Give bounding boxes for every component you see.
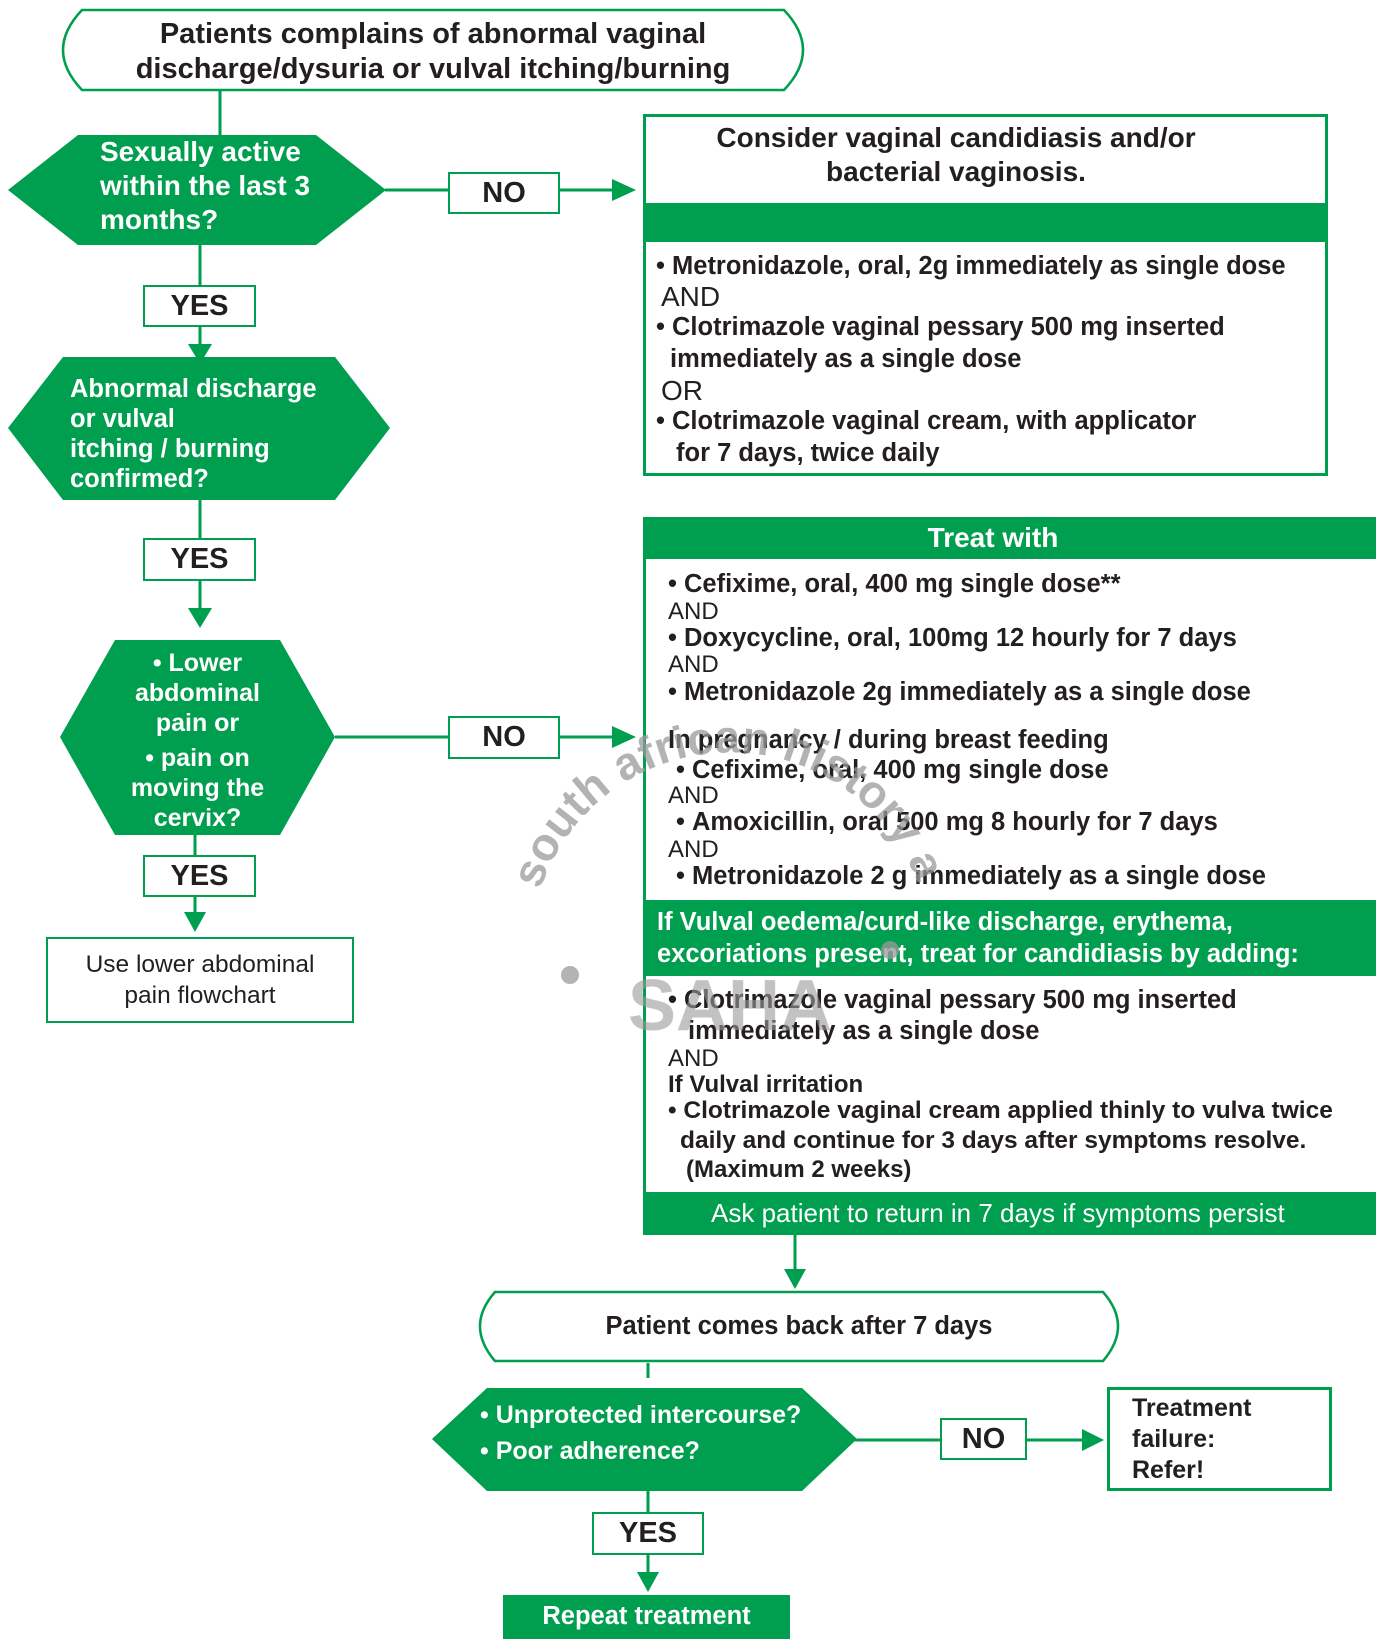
yes-label-4: YES <box>592 1512 704 1555</box>
decision-sexually-active-text: Sexually active within the last 3 months… <box>100 136 311 235</box>
treat-line2-5: Clotrimazole vaginal cream applied thinl… <box>668 1097 1332 1125</box>
failure-box: Treatment failure: Refer! <box>1107 1387 1332 1491</box>
decision-abdominal-item-2: pain on moving the cervix? <box>60 743 335 833</box>
treat-title-band: Treat with <box>643 517 1376 559</box>
failure-text: Treatment failure: Refer! <box>1132 1394 1252 1484</box>
yes-label-3: YES <box>143 855 256 897</box>
treat-line-6: In pregnancy / during breast feeding <box>668 726 1109 754</box>
candidiasis-item-2: Clotrimazole vaginal pessary 500 mg inse… <box>656 313 1225 342</box>
candidiasis-item-2-cont: immediately as a single dose <box>670 345 1022 373</box>
watermark-dot-right <box>881 941 899 959</box>
candidiasis-item-1: Metronidazole, oral, 2g immediately as s… <box>656 252 1286 281</box>
treat-line-11: Metronidazole 2 g immediately as a singl… <box>676 862 1266 891</box>
no-label-2: NO <box>448 716 560 759</box>
candidiasis-addition-text: If Vulval oedema/curd-like discharge, er… <box>657 908 1299 968</box>
treat-line-5: Metronidazole 2g immediately as a single… <box>668 678 1251 707</box>
yes-label-1: YES <box>143 285 256 327</box>
candidiasis-connector-or: OR <box>661 375 703 406</box>
candidiasis-addition-band: If Vulval oedema/curd-like discharge, er… <box>643 900 1376 976</box>
repeat-treatment-text: Repeat treatment <box>542 1602 751 1630</box>
decision-discharge-confirmed: Abnormal discharge or vulval itching / b… <box>8 357 390 500</box>
decision-adherence-item-1: Unprotected intercourse? <box>480 1400 802 1430</box>
yes-label-2: YES <box>143 538 256 581</box>
watermark-arc-text: south african history archive <box>480 560 956 894</box>
treat-line2-7: (Maximum 2 weeks) <box>686 1156 912 1183</box>
start-text: Patients complains of abnormal vaginal d… <box>135 18 731 85</box>
treat-line2-1: Clotrimazole vaginal pessary 500 mg inse… <box>668 986 1237 1015</box>
candidiasis-connector-and: AND <box>661 281 721 312</box>
treat-line-4: AND <box>668 651 719 678</box>
decision-adherence-item-2: Poor adherence? <box>480 1436 700 1466</box>
treat-line-10: AND <box>668 836 719 863</box>
candidiasis-band <box>643 203 1328 242</box>
treat-title: Treat with <box>927 522 1059 553</box>
treat-box: Treat with Cefixime, oral, 400 mg single… <box>643 517 1376 1235</box>
treat-line-9: Amoxicillin, oral 500 mg 8 hourly for 7 … <box>676 808 1218 837</box>
decision-sexually-active: Sexually active within the last 3 months… <box>8 135 386 245</box>
watermark-dot-left <box>561 966 579 984</box>
comeback-oval: Patient comes back after 7 days <box>463 1290 1135 1363</box>
no-label-3: NO <box>940 1418 1027 1460</box>
no-label-1: NO <box>448 172 560 214</box>
comeback-text: Patient comes back after 7 days <box>605 1312 993 1340</box>
decision-adherence: Unprotected intercourse? Poor adherence? <box>432 1388 857 1491</box>
oval-shape <box>61 8 805 92</box>
oval-shape <box>478 1290 1120 1363</box>
decision-discharge-text: Abnormal discharge or vulval itching / b… <box>70 375 317 493</box>
abdominal-flowchart-box: Use lower abdominal pain flowchart <box>46 937 354 1023</box>
decision-abdominal-item-1: Lower abdominal pain or <box>60 648 335 738</box>
treat-footer-text: Ask patient to return in 7 days if sympt… <box>711 1198 1285 1228</box>
watermark: south african history archive SAHA <box>480 560 956 1046</box>
candidiasis-item-3-cont: for 7 days, twice daily <box>676 439 940 467</box>
treat-line-3: Doxycycline, oral, 100mg 12 hourly for 7… <box>668 624 1237 653</box>
treat-line-1: Cefixime, oral, 400 mg single dose** <box>668 570 1121 599</box>
treat-line2-4: If Vulval irritation <box>668 1071 864 1098</box>
treat-line-2: AND <box>668 598 719 625</box>
abdominal-flowchart-text: Use lower abdominal pain flowchart <box>85 951 315 1009</box>
treat-line-8: AND <box>668 782 719 809</box>
treat-line-7: Cefixime, oral, 400 mg single dose <box>676 756 1109 785</box>
repeat-treatment-box: Repeat treatment <box>503 1595 790 1639</box>
decision-abdominal-pain: Lower abdominal pain or pain on moving t… <box>60 640 335 835</box>
watermark-short-text: SAHA <box>628 966 832 1046</box>
candidiasis-item-3: Clotrimazole vaginal cream, with applica… <box>656 407 1196 436</box>
candidiasis-box: Consider vaginal candidiasis and/or bact… <box>643 114 1328 476</box>
start-oval: Patients complains of abnormal vaginal d… <box>42 8 824 92</box>
hexagon-shape <box>8 135 386 245</box>
hexagon-shape <box>8 357 390 500</box>
treat-line2-2: immediately as a single dose <box>688 1017 1040 1045</box>
treat-line2-6: daily and continue for 3 days after symp… <box>680 1127 1307 1154</box>
candidiasis-title: Consider vaginal candidiasis and/or bact… <box>716 122 1196 187</box>
treat-footer-band: Ask patient to return in 7 days if sympt… <box>643 1192 1376 1235</box>
treat-line2-3: AND <box>668 1045 719 1072</box>
